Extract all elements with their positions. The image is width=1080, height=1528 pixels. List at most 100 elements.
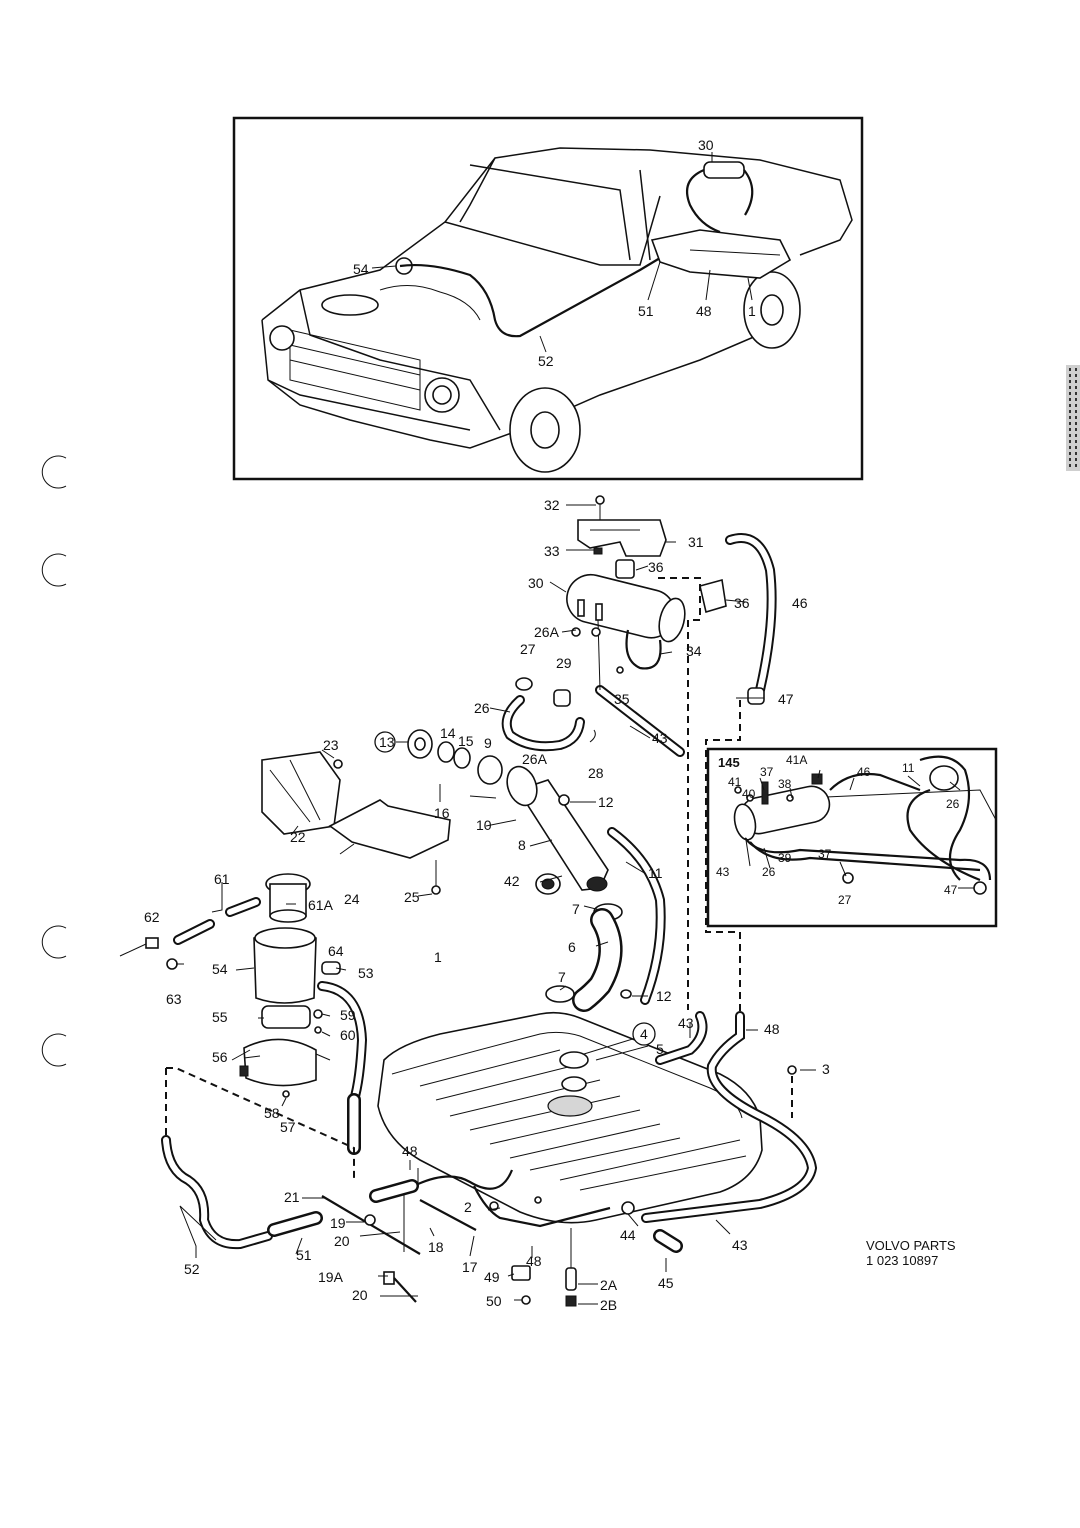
inset-145-label-37-bottom: 37 [818, 847, 832, 861]
label-6: 6 [568, 939, 576, 955]
label-56: 56 [212, 1049, 228, 1065]
label-23: 23 [323, 737, 339, 753]
inset-145-label-26-right: 26 [946, 797, 960, 811]
inset-145-label-27: 27 [838, 893, 852, 907]
binder-holes [41, 455, 67, 1067]
label-36-right: 36 [734, 595, 750, 611]
label-12-bottom: 12 [656, 988, 672, 1004]
inset-car-label-30: 30 [698, 137, 714, 153]
label-61a: 61A [308, 897, 334, 913]
label-64: 64 [328, 943, 344, 959]
label-48-right: 48 [764, 1021, 780, 1037]
inset-145-label-40: 40 [742, 787, 756, 801]
label-59: 59 [340, 1007, 356, 1023]
inset-145-title: 145 [718, 755, 740, 770]
inset-145-label-38: 38 [778, 777, 792, 791]
inset-145-label-37-top: 37 [760, 765, 774, 779]
bracket-31 [577, 519, 667, 557]
label-2: 2 [464, 1199, 472, 1215]
inset-145-label-26-bottom: 26 [762, 865, 776, 879]
label-57: 57 [280, 1119, 296, 1135]
inset-car-label-51: 51 [638, 303, 654, 319]
label-51: 51 [296, 1247, 312, 1263]
label-48-bottom: 48 [526, 1253, 542, 1269]
inset-145-label-11: 11 [902, 761, 915, 775]
label-12-top: 12 [598, 794, 614, 810]
label-18: 18 [428, 1239, 444, 1255]
label-27: 27 [520, 641, 536, 657]
label-16: 16 [434, 805, 450, 821]
label-29: 29 [556, 655, 572, 671]
footer-line-2: 1 023 10897 [866, 1253, 939, 1268]
label-1: 1 [434, 949, 442, 965]
inset-145-label-39: 39 [778, 851, 792, 865]
label-42: 42 [504, 873, 520, 889]
model-145-inset: 145 41A 41 40 37 38 46 11 26 43 26 39 37… [706, 747, 998, 928]
label-10: 10 [476, 817, 492, 833]
label-26a-mid: 26A [522, 751, 548, 767]
label-20-bottom: 20 [352, 1287, 368, 1303]
label-9: 9 [484, 735, 492, 751]
label-24: 24 [344, 891, 360, 907]
label-43-bottom: 43 [732, 1237, 748, 1253]
inset-car-label-1: 1 [748, 303, 756, 319]
inset-145-label-41a: 41A [786, 753, 807, 767]
label-60: 60 [340, 1027, 356, 1043]
label-63: 63 [166, 991, 182, 1007]
label-19: 19 [330, 1215, 346, 1231]
label-7-top: 7 [572, 901, 580, 917]
label-50: 50 [486, 1293, 502, 1309]
fuel-system-exploded-view: 32 31 33 36 30 36 46 26A 27 29 34 35 47 … [119, 495, 830, 1313]
inset-car-label-54: 54 [353, 261, 369, 277]
label-2b: 2B [600, 1297, 617, 1313]
footer-line-1: VOLVO PARTS [866, 1238, 956, 1253]
label-14: 14 [440, 725, 456, 741]
label-61: 61 [214, 871, 230, 887]
label-5: 5 [656, 1041, 664, 1057]
inset-145-label-41: 41 [728, 775, 742, 789]
label-13-circled: 13 [379, 734, 395, 750]
label-54: 54 [212, 961, 228, 977]
label-25: 25 [404, 889, 420, 905]
label-45: 45 [658, 1275, 674, 1291]
label-34: 34 [686, 643, 702, 659]
label-55: 55 [212, 1009, 228, 1025]
label-52: 52 [184, 1261, 200, 1277]
label-7-bottom: 7 [558, 969, 566, 985]
label-15: 15 [458, 733, 474, 749]
label-26a-top: 26A [534, 624, 560, 640]
inset-145-label-46: 46 [857, 765, 871, 779]
label-21: 21 [284, 1189, 300, 1205]
label-2a: 2A [600, 1277, 618, 1293]
label-28: 28 [588, 765, 604, 781]
label-43-top: 43 [652, 730, 668, 746]
label-58: 58 [264, 1105, 280, 1121]
label-32: 32 [544, 497, 560, 513]
inset-145-label-47: 47 [944, 883, 958, 897]
label-31: 31 [688, 534, 704, 550]
label-49: 49 [484, 1269, 500, 1285]
label-36-top: 36 [648, 559, 664, 575]
inset-145-label-43: 43 [716, 865, 730, 879]
label-22: 22 [290, 829, 306, 845]
inset-car-label-52: 52 [538, 353, 554, 369]
label-20-top: 20 [334, 1233, 350, 1249]
label-8: 8 [518, 837, 526, 853]
label-26: 26 [474, 700, 490, 716]
label-3: 3 [822, 1061, 830, 1077]
label-44: 44 [620, 1227, 636, 1243]
inset-car-label-48: 48 [696, 303, 712, 319]
volvo-parts-reference: VOLVO PARTS 1 023 10897 [866, 1238, 956, 1268]
label-62: 62 [144, 909, 160, 925]
label-48-lower: 48 [402, 1143, 418, 1159]
label-43-mid: 43 [678, 1015, 694, 1031]
label-4-circled: 4 [640, 1026, 648, 1042]
label-11: 11 [648, 865, 663, 881]
label-17: 17 [462, 1259, 478, 1275]
label-53: 53 [358, 965, 374, 981]
label-19a: 19A [318, 1269, 344, 1285]
car-overview-inset: 30 54 51 48 1 52 [232, 116, 864, 481]
label-47: 47 [778, 691, 794, 707]
edge-tab-marks [1066, 365, 1080, 471]
